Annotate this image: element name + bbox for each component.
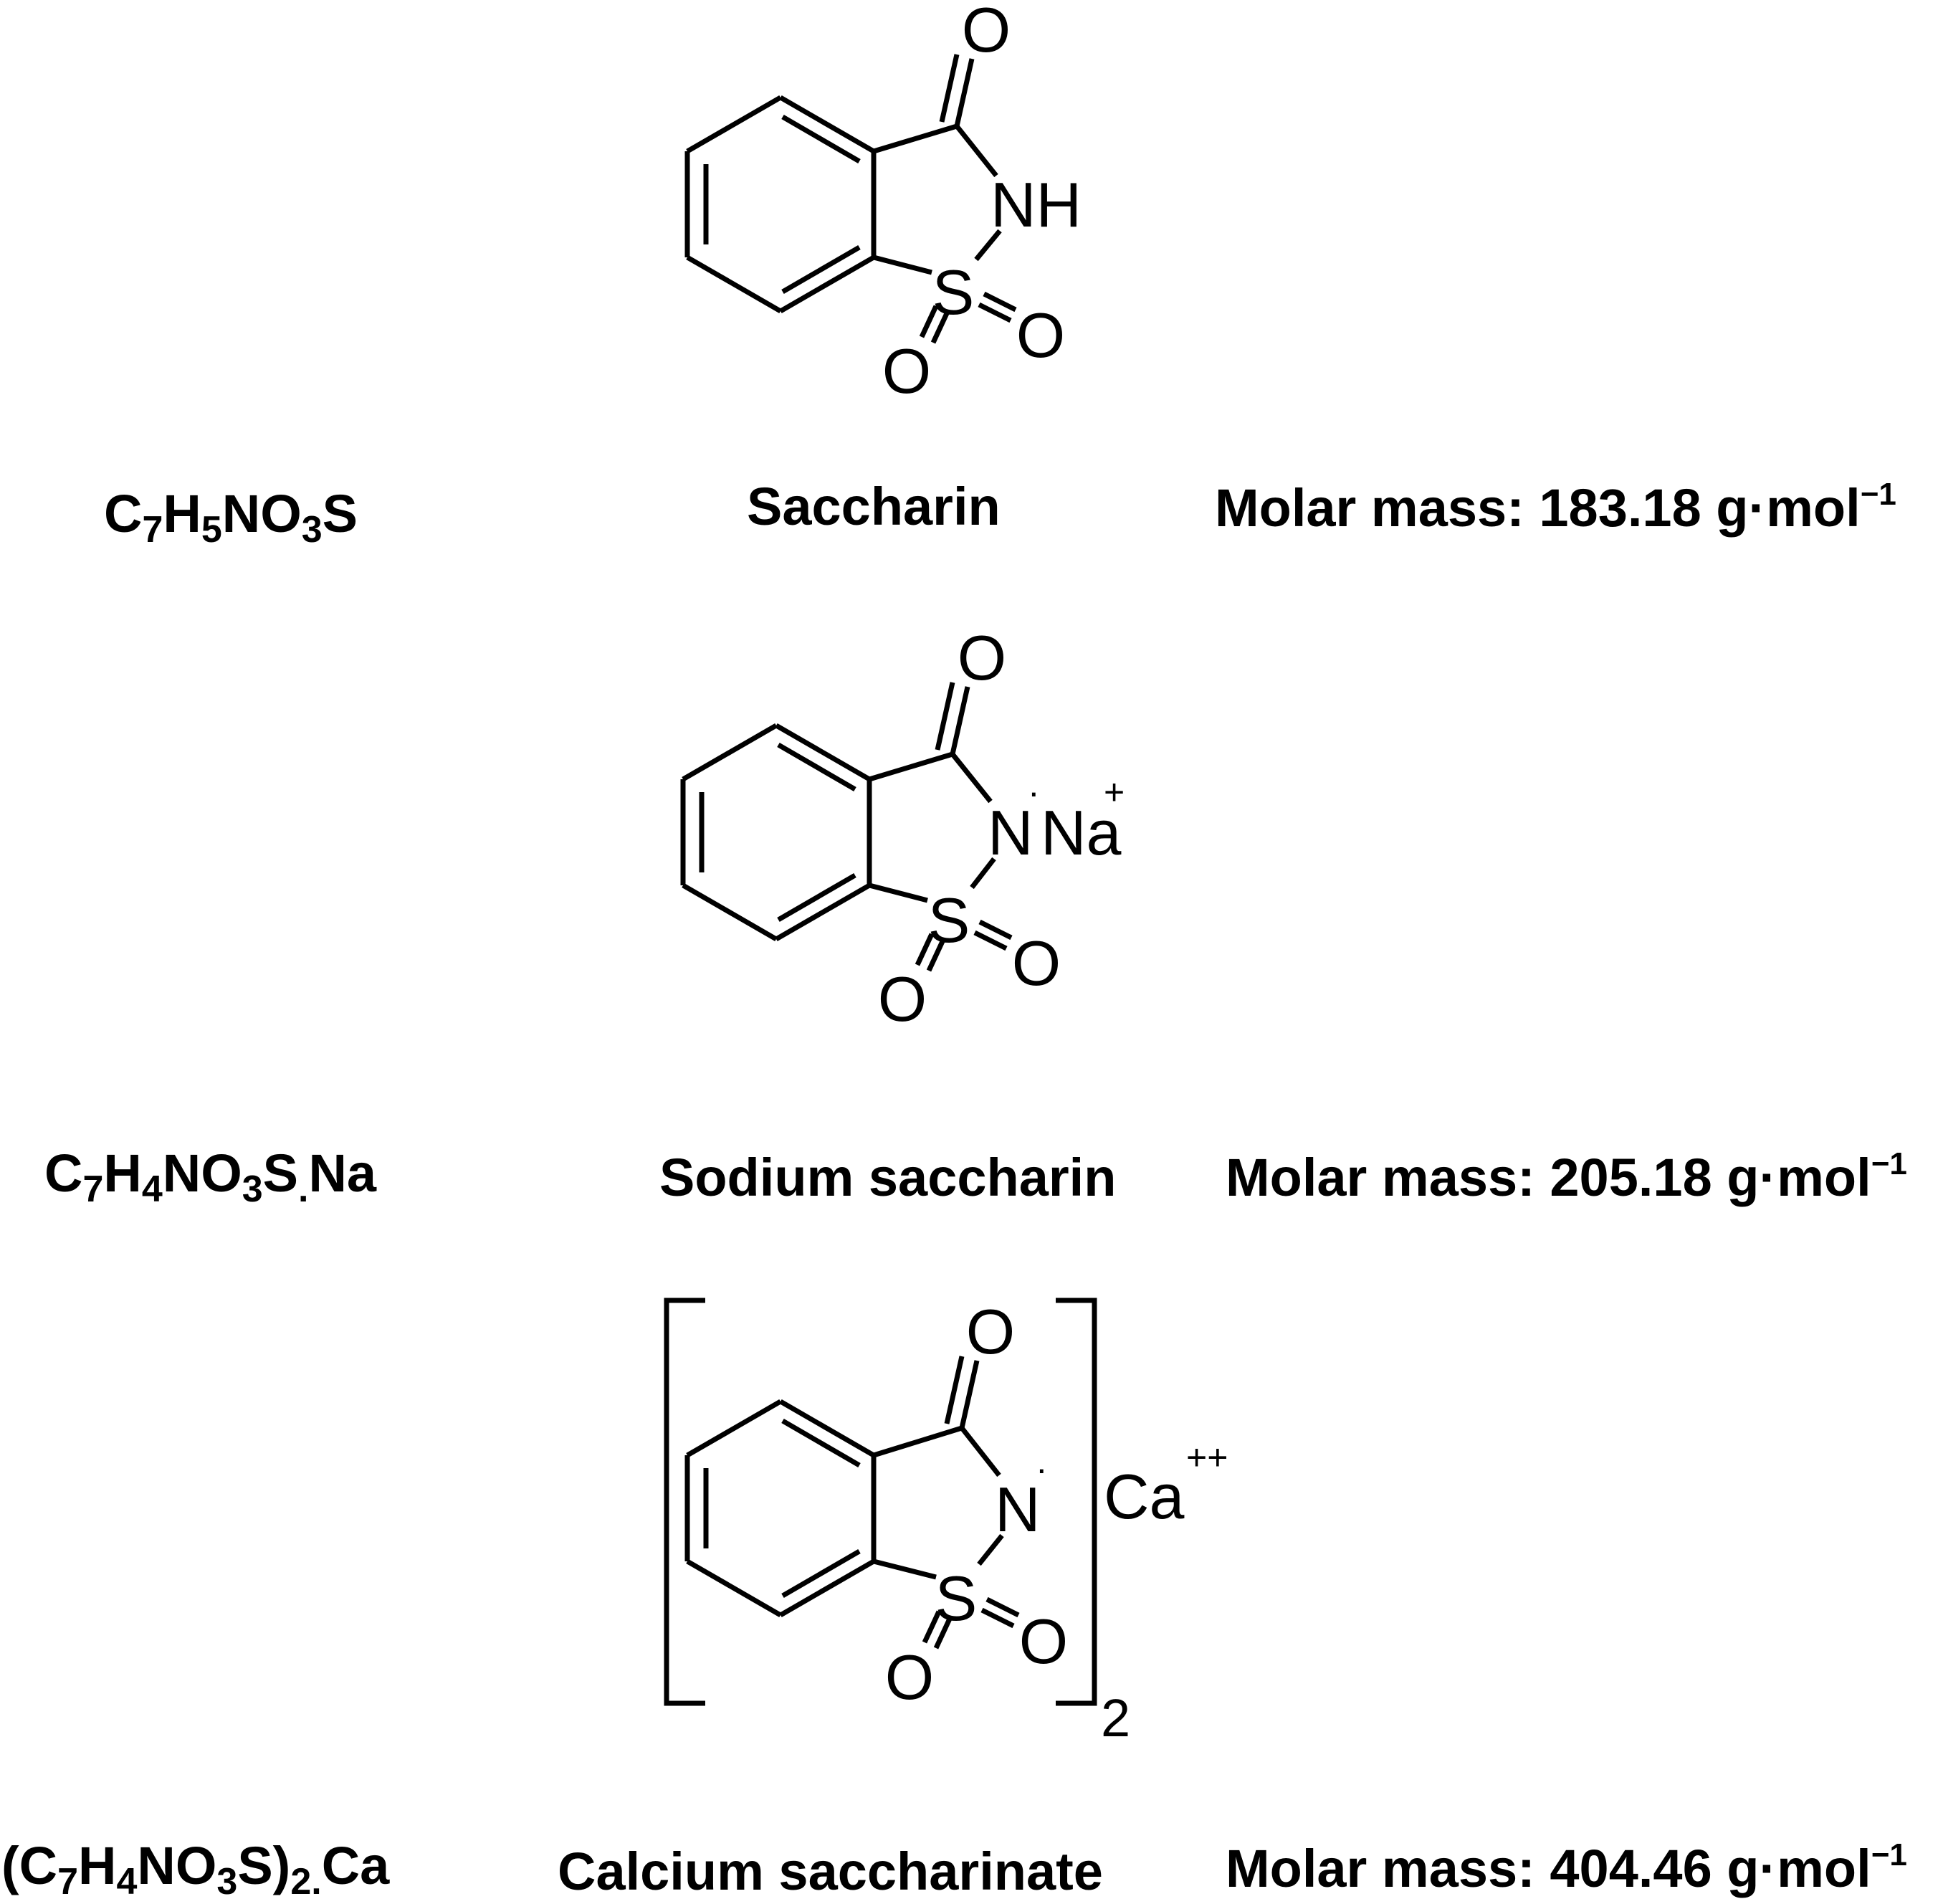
saccharin-structure: O NH S O O (684, 0, 1082, 406)
sodium-charge: + (1104, 772, 1125, 812)
sodium-saccharin-name: Sodium saccharin (659, 1148, 1117, 1207)
calcium-saccharinate-name: Calcium saccharinate (558, 1842, 1103, 1901)
benzene-ring (684, 95, 877, 314)
carbonyl-oxygen-label: O (966, 1296, 1015, 1367)
nh-label: NH (991, 169, 1082, 240)
sulfur-label: S (932, 257, 975, 328)
right-bracket (1056, 1298, 1097, 1706)
sulfonyl-oxygen-2-label: O (1016, 300, 1065, 371)
saccharin-name: Saccharin (747, 477, 1001, 536)
bracket-subscript: 2 (1101, 1688, 1130, 1748)
sulfonyl-oxygen-1-label: O (878, 963, 927, 1034)
left-bracket (664, 1298, 705, 1706)
carbonyl-oxygen-label: O (962, 0, 1011, 65)
calcium-saccharinate-molar-mass: Molar mass: 404.46 g·mol−1 (1226, 1837, 1907, 1898)
calcium-charge: ++ (1186, 1437, 1228, 1477)
calcium-saccharinate-structure: O N · Ca ++ 2 S O O (664, 1296, 1228, 1748)
sulfonyl-oxygen-2-label: O (1019, 1606, 1068, 1677)
carbonyl-oxygen-label: O (958, 622, 1006, 693)
sulfonyl-oxygen-1-label: O (882, 335, 931, 406)
sodium-saccharin-formula: C7H4NO3S.Na (44, 1143, 377, 1210)
radical-dot: · (1036, 1449, 1048, 1489)
sodium-saccharin-molar-mass: Molar mass: 205.18 g·mol−1 (1226, 1146, 1907, 1207)
sodium-saccharin-structure: O N · Na + S O O (680, 622, 1125, 1034)
thiazole-ring-bonds (872, 1356, 1020, 1650)
benzene-ring (684, 1399, 877, 1618)
benzene-ring (680, 723, 872, 942)
radical-dot: · (1028, 772, 1040, 812)
calcium-saccharinate-formula: (C7H4NO3S)2.Ca (1, 1836, 390, 1903)
calcium-label: Ca (1104, 1461, 1185, 1532)
nitrogen-label: N (995, 1474, 1041, 1545)
thiazole-ring-bonds (872, 54, 1017, 344)
thiazole-ring-bonds (868, 682, 1013, 972)
sulfur-label: S (928, 885, 970, 956)
nitrogen-label: N (988, 797, 1034, 868)
saccharin-formula: C7H5NO3S (104, 484, 358, 551)
sulfonyl-oxygen-1-label: O (885, 1642, 934, 1713)
sodium-label: Na (1041, 797, 1122, 868)
sulfur-label: S (935, 1563, 978, 1634)
saccharin-molar-mass: Molar mass: 183.18 g·mol−1 (1215, 477, 1896, 538)
sulfonyl-oxygen-2-label: O (1012, 928, 1061, 999)
